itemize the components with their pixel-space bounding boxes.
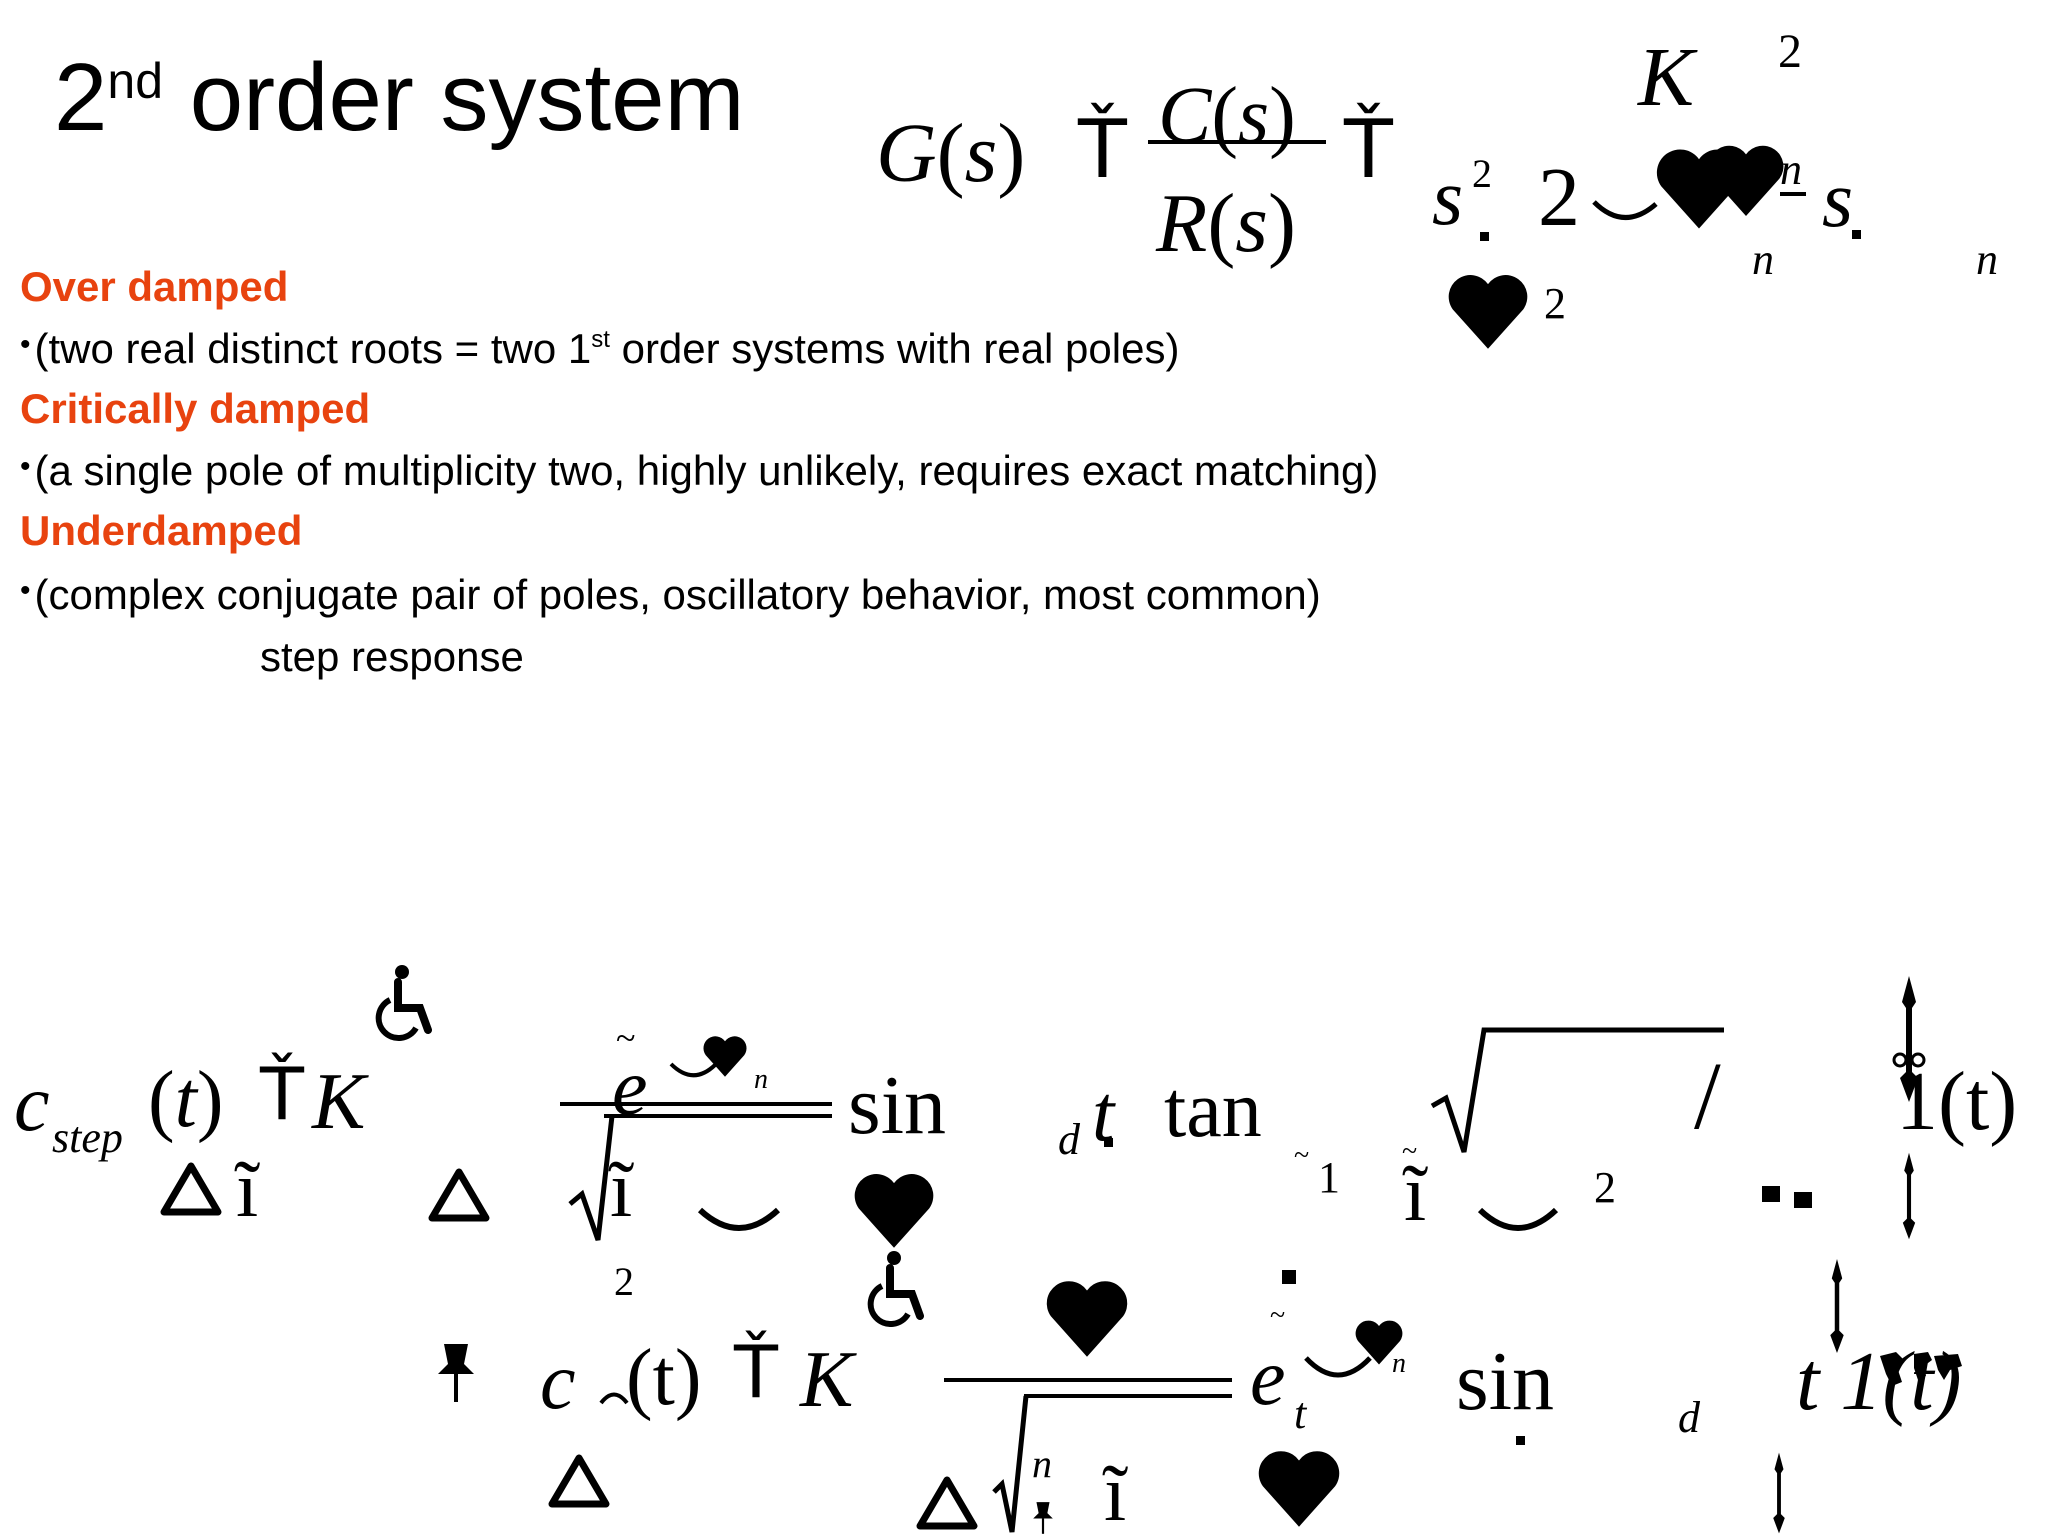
sin-function-a: sin (848, 1059, 947, 1152)
dot-mark-1 (1480, 232, 1489, 241)
unit-step-a: 1(t) (1896, 1055, 2018, 1148)
s-squared: s (1432, 154, 1464, 242)
exponential-e-2: e (1250, 1334, 1286, 1422)
dash-mark (1780, 192, 1806, 196)
tilde-mark-a: ~ (616, 1018, 636, 1058)
c-step-subscript: step (52, 1113, 123, 1162)
tilde-mark-b: ~ (1294, 1140, 1310, 1171)
gain-K: K (1638, 31, 1695, 124)
equals-glyph-4: Ť (734, 1330, 778, 1414)
square-icon (1794, 1192, 1812, 1208)
bullet-underdamped: •(complex conjugate pair of poles, oscil… (20, 571, 1321, 618)
subscript-n-6: n (1392, 1348, 1406, 1379)
step-response-label: step response (260, 633, 524, 680)
pen-nib-icon (1902, 1152, 1916, 1240)
subscript-d-b: d (1678, 1393, 1700, 1442)
variable-s: s (1822, 156, 1854, 244)
exponent-2-d: 2 (1594, 1163, 1616, 1212)
equals-glyph-3: Ť (260, 1052, 304, 1136)
heading-underdamped: Underdamped (20, 507, 303, 554)
heart-icon (1258, 1451, 1340, 1527)
triangle-icon (916, 1476, 978, 1530)
pen-nib-icon (1892, 976, 1926, 1102)
subscript-n-2: n (1752, 235, 1774, 284)
bullet-critically-damped: •(a single pole of multiplicity two, hig… (20, 447, 1379, 494)
square-icon (1762, 1186, 1780, 1202)
coefficient-2: 2 (1538, 151, 1580, 244)
triangle-icon (160, 1162, 222, 1216)
exponent-1: 1 (1318, 1153, 1340, 1202)
unit-step-b: t 1(t) (1796, 1335, 1962, 1428)
tilde-1-c: ĩ (1404, 1150, 1427, 1238)
heart-icon (1355, 1320, 1403, 1365)
sqrt-sign-icon (1430, 1027, 1724, 1153)
page-title: 2nd order system (54, 44, 745, 151)
zeta-arc-icon (1304, 1356, 1372, 1378)
sin-function-b: sin (1456, 1335, 1555, 1428)
pushpin-icon (1033, 1502, 1053, 1534)
formula-G: G(s) (876, 107, 1026, 200)
tilde-mark-d: ~ (1270, 1300, 1286, 1331)
heart-icon (854, 1174, 934, 1248)
subscript-n-3: n (1976, 235, 1998, 284)
heading-critically-damped: Critically damped (20, 385, 371, 432)
subscript-n-4: n (754, 1064, 768, 1095)
zeta-arc-icon (669, 1062, 717, 1078)
triangle-icon (428, 1168, 490, 1222)
heart-icon (1046, 1281, 1128, 1357)
numerator-C: C(s) (1158, 72, 1296, 160)
subscript-d-a: d (1058, 1115, 1080, 1164)
dot-mark-2 (1852, 230, 1861, 239)
world-map-icon (1880, 1352, 1962, 1386)
zeta-arc-icon (1592, 200, 1658, 220)
pen-nib-icon (1830, 1258, 1844, 1354)
dot-mark-5 (1516, 1436, 1525, 1445)
pen-nib-icon (1773, 1452, 1785, 1534)
sqrt-sign-icon (568, 1115, 615, 1241)
fraction-bar-under-a (944, 1378, 1232, 1382)
c-under-argument: (t) (626, 1334, 702, 1422)
tan-function: tan (1164, 1066, 1262, 1154)
subscript-n-5: n (1032, 1441, 1052, 1486)
division-slash: / (1694, 1042, 1721, 1149)
c-under-c: c (540, 1338, 576, 1426)
fraction-bar-under-b (1024, 1394, 1232, 1398)
subscript-t: t (1294, 1389, 1307, 1438)
c-step-c: c (14, 1060, 50, 1148)
sqrt-sign-icon (992, 1395, 1029, 1533)
fraction-bar-step-a (560, 1102, 832, 1106)
equals-glyph-2: Ť (1344, 103, 1393, 196)
under-gain-K: K (800, 1336, 854, 1424)
triangle-icon (548, 1454, 610, 1508)
heart-icon (703, 1036, 747, 1077)
wheelchair-icon (375, 965, 432, 1042)
zeta-arc-icon (697, 1207, 781, 1231)
subscript-n-1: n (1780, 145, 1802, 194)
wheelchair-icon (867, 1251, 924, 1328)
zeta-arc-icon (599, 1392, 629, 1405)
heart-icon (1708, 145, 1784, 216)
exponent-2-bottom: 2 (1544, 279, 1566, 328)
step-gain-K: K (312, 1058, 366, 1146)
pushpin-icon (438, 1344, 474, 1402)
equals-glyph-1: Ť (1078, 103, 1127, 196)
heading-over-damped: Over damped (20, 263, 289, 310)
heart-icon (1448, 275, 1528, 349)
zeta-arc-icon (1477, 1207, 1559, 1231)
denominator-R: R(s) (1156, 177, 1296, 270)
c-step-argument: (t) (148, 1056, 224, 1144)
exponent-2-c: 2 (614, 1259, 634, 1304)
exponent-2-top: 2 (1778, 25, 1802, 78)
variable-t-a: t (1092, 1070, 1115, 1158)
tilde-1-b: ĩ (610, 1146, 633, 1234)
bullet-over-damped: •(two real distinct roots = two 1st orde… (20, 325, 1180, 372)
fraction-bar-step-b (604, 1114, 832, 1118)
fraction-bar-top (1148, 140, 1326, 144)
tilde-mark-c: ~ (1402, 1136, 1418, 1167)
dot-mark-4 (1282, 1270, 1296, 1284)
dot-mark-3 (1104, 1138, 1113, 1147)
exponent-2-s: 2 (1472, 151, 1492, 196)
tilde-1-a: ĩ (236, 1146, 259, 1234)
tilde-1-d: ĩ (1104, 1450, 1127, 1538)
